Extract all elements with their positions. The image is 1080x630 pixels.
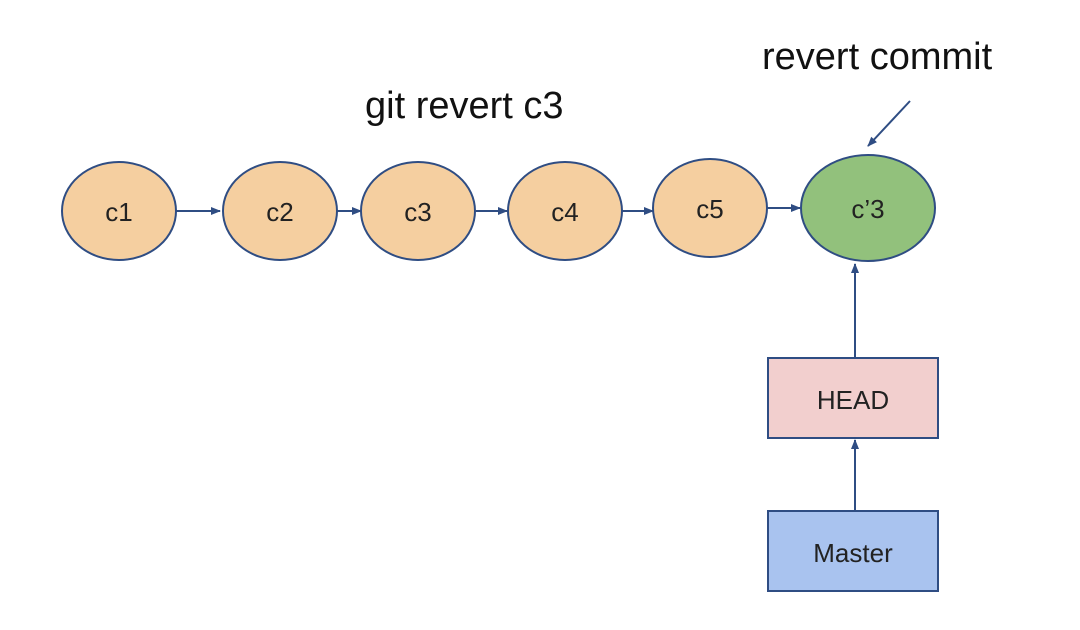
commit-c1-ellipse xyxy=(61,161,177,261)
commit-c3-label: c3 xyxy=(404,197,431,227)
commit-c3-ellipse xyxy=(360,161,476,261)
commit-node-c4: c4 xyxy=(507,161,623,261)
head-label: HEAD xyxy=(817,385,889,415)
commit-c1-label: c1 xyxy=(105,197,132,227)
commit-c3prime-label: c’3 xyxy=(851,194,884,224)
commit-node-c3: c3 xyxy=(360,161,476,261)
commit-c4-ellipse xyxy=(507,161,623,261)
head-ref: HEAD xyxy=(767,357,939,439)
commit-node-c2: c2 xyxy=(222,161,338,261)
command-caption: git revert c3 xyxy=(365,85,564,127)
master-label: Master xyxy=(813,538,893,568)
commit-node-c5: c5 xyxy=(652,158,768,258)
master-ref: Master xyxy=(767,510,939,592)
annotation-arrow xyxy=(867,100,911,147)
commit-c4-label: c4 xyxy=(551,197,578,227)
commit-c3prime-ellipse xyxy=(800,154,936,262)
commit-c5-label: c5 xyxy=(696,194,723,224)
commit-c2-ellipse xyxy=(222,161,338,261)
commit-c5-ellipse xyxy=(652,158,768,258)
commit-node-c1: c1 xyxy=(61,161,177,261)
commit-c2-label: c2 xyxy=(266,197,293,227)
head-box xyxy=(767,357,939,439)
annotation-caption: revert commit xyxy=(762,36,993,78)
commit-node-c3prime: c’3 xyxy=(800,154,936,262)
master-box xyxy=(767,510,939,592)
